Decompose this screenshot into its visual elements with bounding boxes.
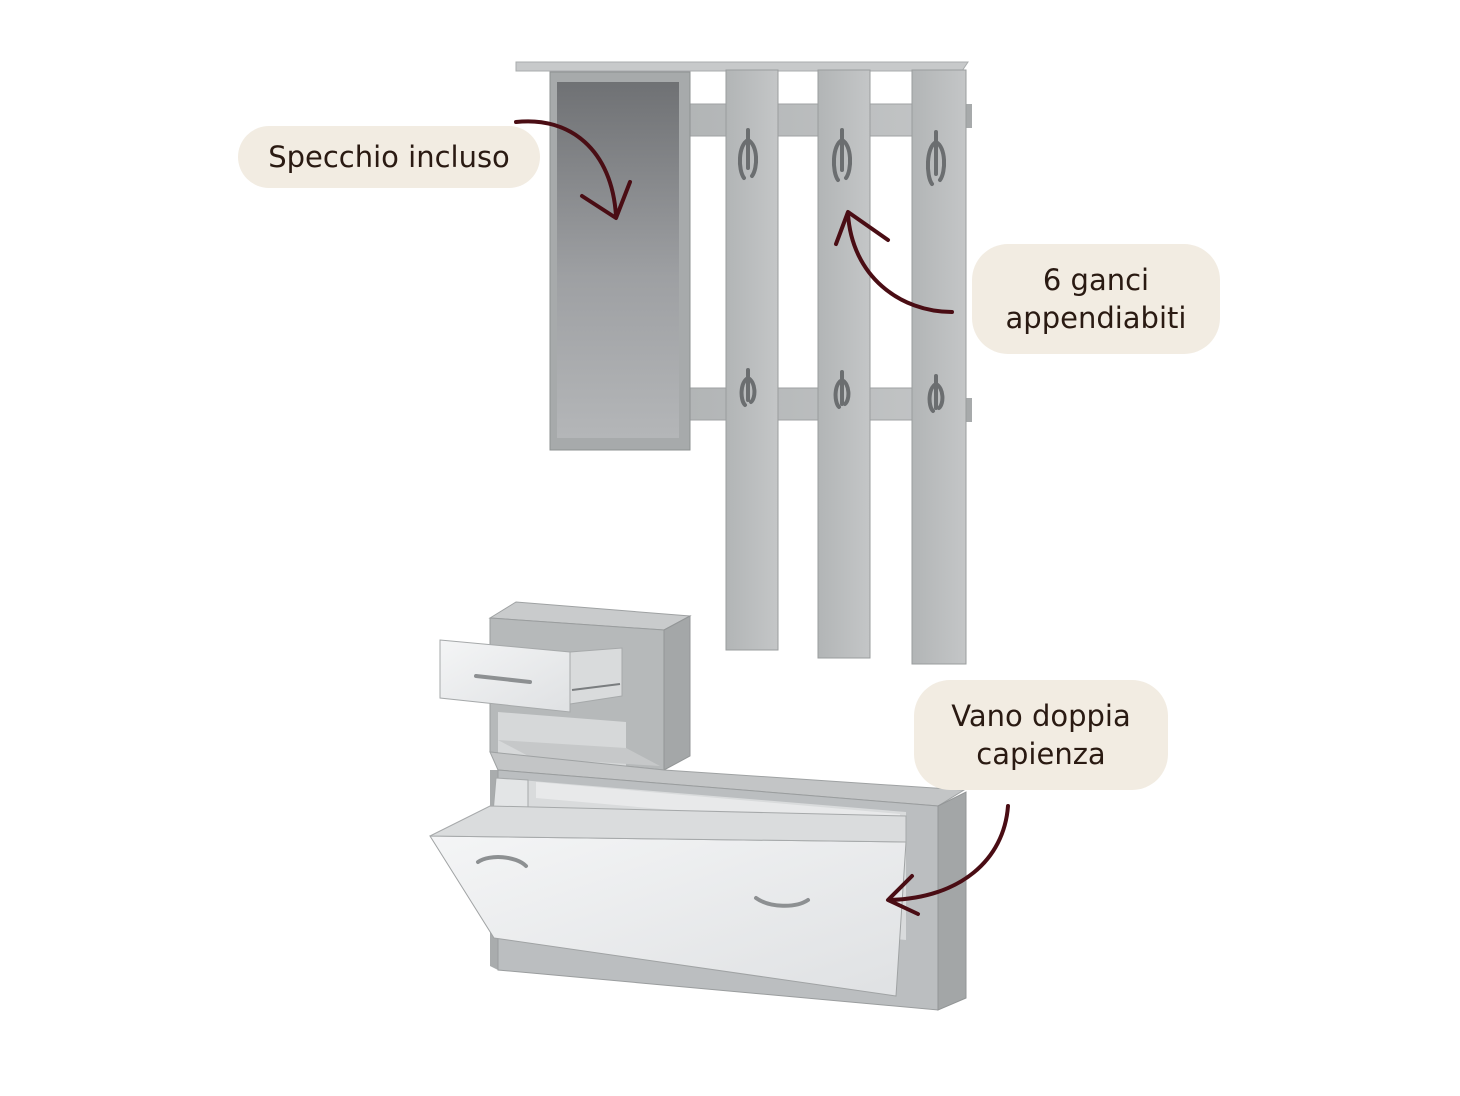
- shoe-cabinet: [429, 601, 967, 1011]
- callout-shoes: Vano doppia capienza: [914, 680, 1168, 790]
- callout-hooks-line-1: 6 ganci: [1042, 263, 1150, 297]
- cabinet-top: [489, 751, 966, 807]
- drawer: [439, 639, 623, 713]
- mirror: [549, 71, 691, 451]
- callout-hooks-line-2: appendiabiti: [1005, 301, 1187, 335]
- vertical-board: [911, 69, 967, 665]
- callout-mirror: Specchio incluso: [238, 126, 540, 188]
- arrow-icon: [514, 119, 632, 220]
- callout-shoes-line-1: Vano doppia: [951, 699, 1131, 733]
- arrow-icon: [886, 804, 1010, 916]
- arrow-icon: [834, 210, 954, 314]
- callout-mirror-text: Specchio incluso: [268, 140, 510, 174]
- callout-shoes-line-2: capienza: [976, 737, 1106, 771]
- coat-rack: [515, 61, 972, 665]
- shoe-flap: [429, 777, 907, 997]
- callout-hooks: 6 ganci appendiabiti: [972, 244, 1220, 354]
- vertical-board: [725, 69, 779, 651]
- hook-icon: [737, 128, 947, 413]
